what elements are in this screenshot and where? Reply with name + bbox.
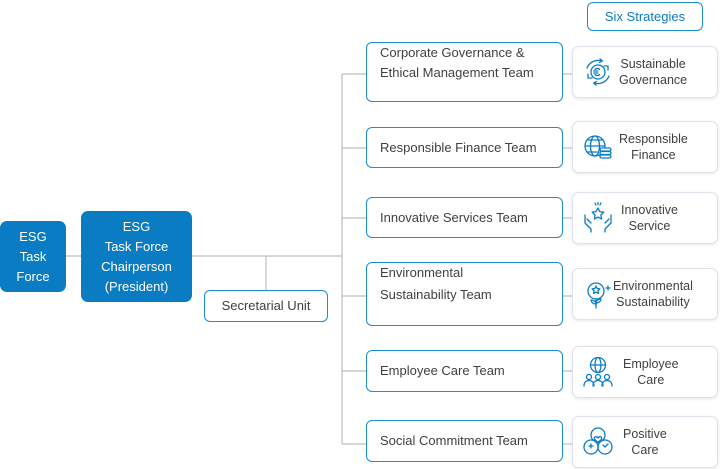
task-force-line: Force <box>16 268 50 284</box>
task-force-line: ESG <box>19 228 47 244</box>
secretarial-unit-label: Secretarial Unit <box>221 298 311 313</box>
chairperson-box: ESG Task Force Chairperson (President) <box>81 211 192 302</box>
strategy-label: Employee <box>623 357 679 371</box>
secretarial-unit-box: Secretarial Unit <box>204 290 328 322</box>
strategy-label: Environmental <box>613 279 693 293</box>
esg-task-force-box: ESG Task Force <box>0 221 66 292</box>
team-label: Ethical Management Team <box>380 65 534 80</box>
strategy-label: Governance <box>619 73 688 87</box>
strategy-label: Care <box>637 373 665 387</box>
circles-heart-icon <box>583 427 613 455</box>
chairperson-line: ESG <box>122 218 151 234</box>
six-strategies-label: Six Strategies <box>587 2 703 31</box>
team-box-innovative-services: Innovative Services Team <box>366 197 563 238</box>
globe-people-icon <box>583 356 613 387</box>
task-force-line: Task <box>19 248 47 264</box>
strategy-label: Responsible <box>619 132 688 146</box>
globe-coins-icon <box>584 135 612 159</box>
team-label: Innovative Services Team <box>380 209 528 225</box>
team-label: Environmental <box>380 265 464 280</box>
team-label: Social Commitment Team <box>380 433 528 448</box>
team-label: Corporate Governance & <box>380 45 525 60</box>
chairperson-line: Task Force <box>104 238 169 254</box>
strategy-card-employee-care: Employee Care <box>572 346 718 398</box>
strategy-label: Positive <box>623 427 667 441</box>
team-label: Sustainability Team <box>380 287 492 302</box>
strategy-label: Sustainability <box>616 295 690 309</box>
strategy-label: Innovative <box>621 203 678 217</box>
team-label: Employee Care Team <box>380 363 505 378</box>
team-box-employee-care: Employee Care Team <box>366 350 563 392</box>
strategy-card-innovative-service: Innovative Service <box>572 192 718 244</box>
strategy-card-environmental-sustainability: Environmental Sustainability <box>572 268 718 320</box>
team-box-responsible-finance: Responsible Finance Team <box>366 127 563 168</box>
plant-sparkle-icon <box>587 282 611 309</box>
team-box-corporate-governance: Corporate Governance & Ethical Managemen… <box>366 42 563 102</box>
strategy-card-sustainable-governance: Sustainable Governance <box>572 46 718 98</box>
strategy-label: Care <box>631 443 659 457</box>
team-label: Responsible Finance Team <box>380 139 537 155</box>
team-box-environmental-sustainability: Environmental Sustainability Team <box>366 262 563 326</box>
strategy-label: Service <box>628 219 671 233</box>
strategy-card-positive-care: Positive Care <box>572 416 718 468</box>
chairperson-line: Chairperson <box>101 258 172 274</box>
strategy-card-responsible-finance: Responsible Finance <box>572 121 718 173</box>
team-box-social-commitment: Social Commitment Team <box>366 420 563 462</box>
strategy-label: Sustainable <box>620 57 686 71</box>
chairperson-line: (President) <box>104 278 169 294</box>
hands-star-icon <box>584 201 612 233</box>
recycle-money-icon <box>586 58 610 86</box>
six-strategies-text: Six Strategies <box>604 9 686 24</box>
strategy-label: Finance <box>631 148 676 162</box>
